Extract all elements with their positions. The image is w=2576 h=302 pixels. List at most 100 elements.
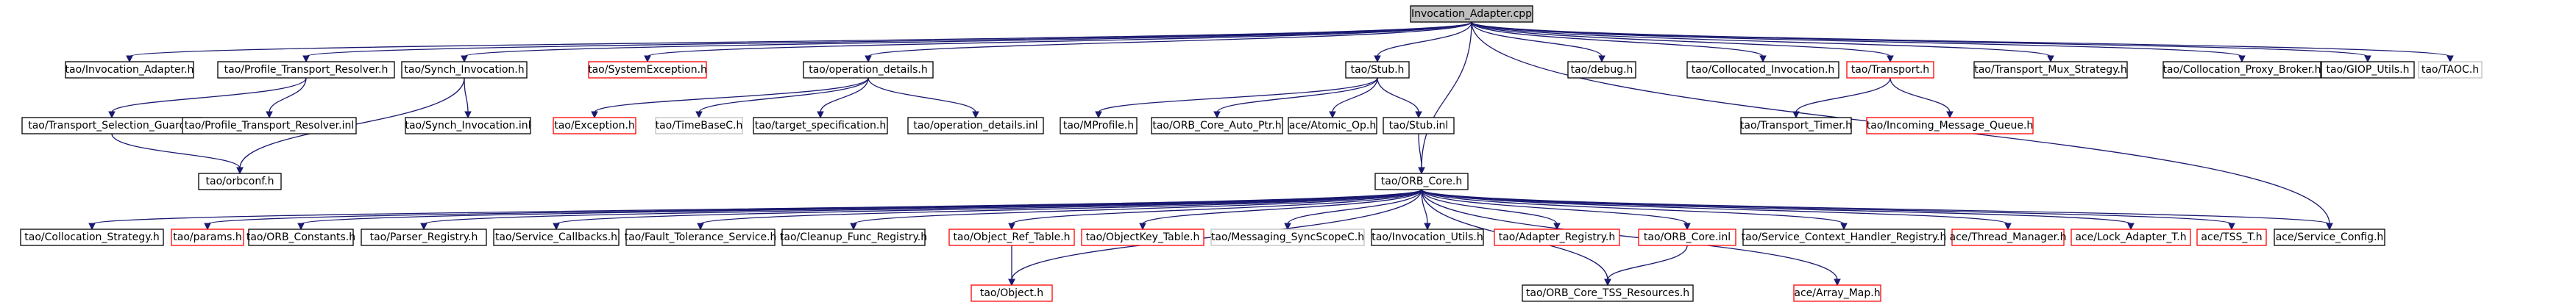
- file-node[interactable]: tao/Collocation_Proxy_Broker.h: [2162, 61, 2321, 79]
- arrowhead-icon: [850, 223, 857, 231]
- file-node[interactable]: tao/operation_details.inl: [907, 117, 1044, 134]
- dependency-edge: [1792, 77, 1891, 119]
- node-box: [1383, 117, 1455, 134]
- dependency-edge: [1471, 21, 2246, 63]
- file-node[interactable]: ace/Thread_Manager.h: [1950, 229, 2067, 246]
- dependency-edge: [1421, 189, 2333, 231]
- arrowhead-icon: [1415, 111, 1422, 119]
- edge-line: [1471, 21, 1603, 57]
- node-box: [198, 173, 282, 190]
- edge-line: [698, 77, 869, 113]
- file-node[interactable]: tao/orbconf.h: [198, 173, 282, 190]
- arrowhead-icon: [1792, 111, 1800, 119]
- file-node[interactable]: tao/Exception.h: [553, 117, 636, 134]
- arrowhead-icon: [2326, 223, 2333, 231]
- file-node[interactable]: tao/MProfile.h: [1060, 117, 1138, 134]
- file-node[interactable]: tao/Transport_Mux_Strategy.h: [1973, 61, 2128, 79]
- edge-line: [853, 189, 1422, 225]
- file-node[interactable]: tao/GIOP_Utils.h: [2321, 61, 2415, 79]
- edge-line: [594, 77, 869, 113]
- node-box: [1740, 117, 1852, 134]
- file-node[interactable]: tao/Invocation_Utils.h: [1371, 229, 1484, 246]
- dependency-edge: [1095, 77, 1378, 119]
- node-label: tao/Collocation_Strategy.h: [24, 231, 159, 243]
- node-label: tao/Synch_Invocation.h: [404, 64, 524, 76]
- dependency-edge: [1418, 21, 1472, 175]
- arrowhead-icon: [266, 111, 273, 119]
- dependency-edge: [1374, 21, 1472, 63]
- arrowhead-icon: [695, 111, 703, 119]
- arrowhead-icon: [1759, 55, 1767, 63]
- dependency-edge: [1213, 77, 1378, 119]
- node-box: [217, 61, 395, 79]
- edge-line: [1607, 245, 1688, 281]
- node-label: Invocation_Adapter.cpp: [1411, 8, 1532, 20]
- file-node[interactable]: ace/Atomic_Op.h: [1288, 117, 1377, 134]
- dependency-edge: [1471, 21, 1605, 63]
- file-node[interactable]: tao/Stub.inl: [1383, 117, 1455, 134]
- edge-line: [1421, 189, 2132, 225]
- file-node[interactable]: tao/SystemException.h: [588, 61, 707, 79]
- node-box: [781, 229, 926, 246]
- file-node[interactable]: tao/Transport_Timer.h: [1740, 117, 1852, 134]
- file-node[interactable]: tao/Object_Ref_Table.h: [948, 229, 1075, 246]
- edge-layer: [88, 21, 2454, 287]
- file-node[interactable]: tao/Profile_Transport_Resolver.h: [217, 61, 395, 79]
- file-node[interactable]: tao/target_specification.h: [753, 117, 888, 134]
- file-node[interactable]: tao/operation_details.h: [803, 61, 934, 79]
- file-node[interactable]: tao/ORB_Core_TSS_Resources.h: [1522, 284, 1694, 302]
- file-node[interactable]: tao/Profile_Transport_Resolver.inl: [182, 117, 357, 134]
- dependency-edge: [1421, 189, 1841, 287]
- file-node[interactable]: tao/Parser_Registry.h: [361, 229, 487, 246]
- file-node[interactable]: ace/TSS_T.h: [2196, 229, 2267, 246]
- file-node[interactable]: tao/Synch_Invocation.inl: [405, 117, 531, 134]
- edge-line: [1287, 189, 1422, 225]
- file-node[interactable]: tao/Adapter_Registry.h: [1494, 229, 1620, 246]
- node-label: tao/Stub.h: [1351, 64, 1405, 76]
- node-box: [803, 61, 934, 79]
- edge-line: [1377, 21, 1472, 57]
- node-box: [401, 61, 528, 79]
- file-node[interactable]: tao/Invocation_Adapter.h: [65, 61, 194, 79]
- file-node[interactable]: tao/Transport.h: [1846, 61, 1934, 79]
- file-node[interactable]: tao/ORB_Core.h: [1374, 173, 1469, 190]
- dependency-edge: [1377, 77, 1422, 119]
- file-node[interactable]: tao/ORB_Core_Auto_Ptr.h: [1151, 117, 1283, 134]
- dependency-edge: [1008, 245, 1015, 287]
- file-node[interactable]: tao/Stub.h: [1345, 61, 1410, 79]
- edge-line: [129, 21, 1472, 57]
- arrowhead-icon: [644, 55, 651, 63]
- arrowhead-icon: [1887, 55, 1894, 63]
- file-node[interactable]: tao/Fault_Tolerance_Service.h: [625, 229, 777, 246]
- file-node[interactable]: tao/Transport_Selection_Guard.h: [21, 117, 202, 134]
- edge-line: [700, 189, 1422, 225]
- node-box: [2071, 229, 2191, 246]
- file-node[interactable]: tao/Incoming_Message_Queue.h: [1866, 117, 2034, 134]
- node-box: [361, 229, 487, 246]
- node-box: [2321, 61, 2415, 79]
- node-box: [753, 117, 888, 134]
- node-box: [1866, 117, 2034, 134]
- file-node[interactable]: tao/ORB_Core.inl: [1638, 229, 1736, 246]
- file-node[interactable]: tao/Synch_Invocation.h: [401, 61, 528, 79]
- file-node[interactable]: tao/Collocation_Strategy.h: [20, 229, 164, 246]
- file-node[interactable]: tao/Service_Callbacks.h: [493, 229, 620, 246]
- file-node[interactable]: tao/params.h: [171, 229, 244, 246]
- file-node[interactable]: ace/Service_Config.h: [2274, 229, 2385, 246]
- edge-line: [1421, 189, 1845, 225]
- file-node[interactable]: tao/Service_Context_Handler_Registry.h: [1742, 229, 1947, 246]
- file-node[interactable]: tao/ORB_Constants.h: [246, 229, 355, 246]
- file-node[interactable]: tao/debug.h: [1567, 61, 1636, 79]
- file-node[interactable]: tao/Collocated_Invocation.h: [1686, 61, 1839, 79]
- arrowhead-icon: [461, 55, 468, 63]
- edge-line: [1471, 21, 2051, 57]
- node-label: tao/Invocation_Adapter.h: [65, 64, 194, 76]
- file-node[interactable]: ace/Array_Map.h: [1793, 284, 1881, 302]
- file-node[interactable]: ace/Lock_Adapter_T.h: [2071, 229, 2191, 246]
- file-node[interactable]: tao/Object.h: [971, 284, 1053, 302]
- node-box: [2418, 61, 2483, 79]
- file-node[interactable]: tao/ObjectKey_Table.h: [1081, 229, 1204, 246]
- edge-line: [556, 189, 1422, 225]
- arrowhead-icon: [817, 111, 824, 119]
- file-node[interactable]: tao/Cleanup_Func_Registry.h: [780, 229, 927, 246]
